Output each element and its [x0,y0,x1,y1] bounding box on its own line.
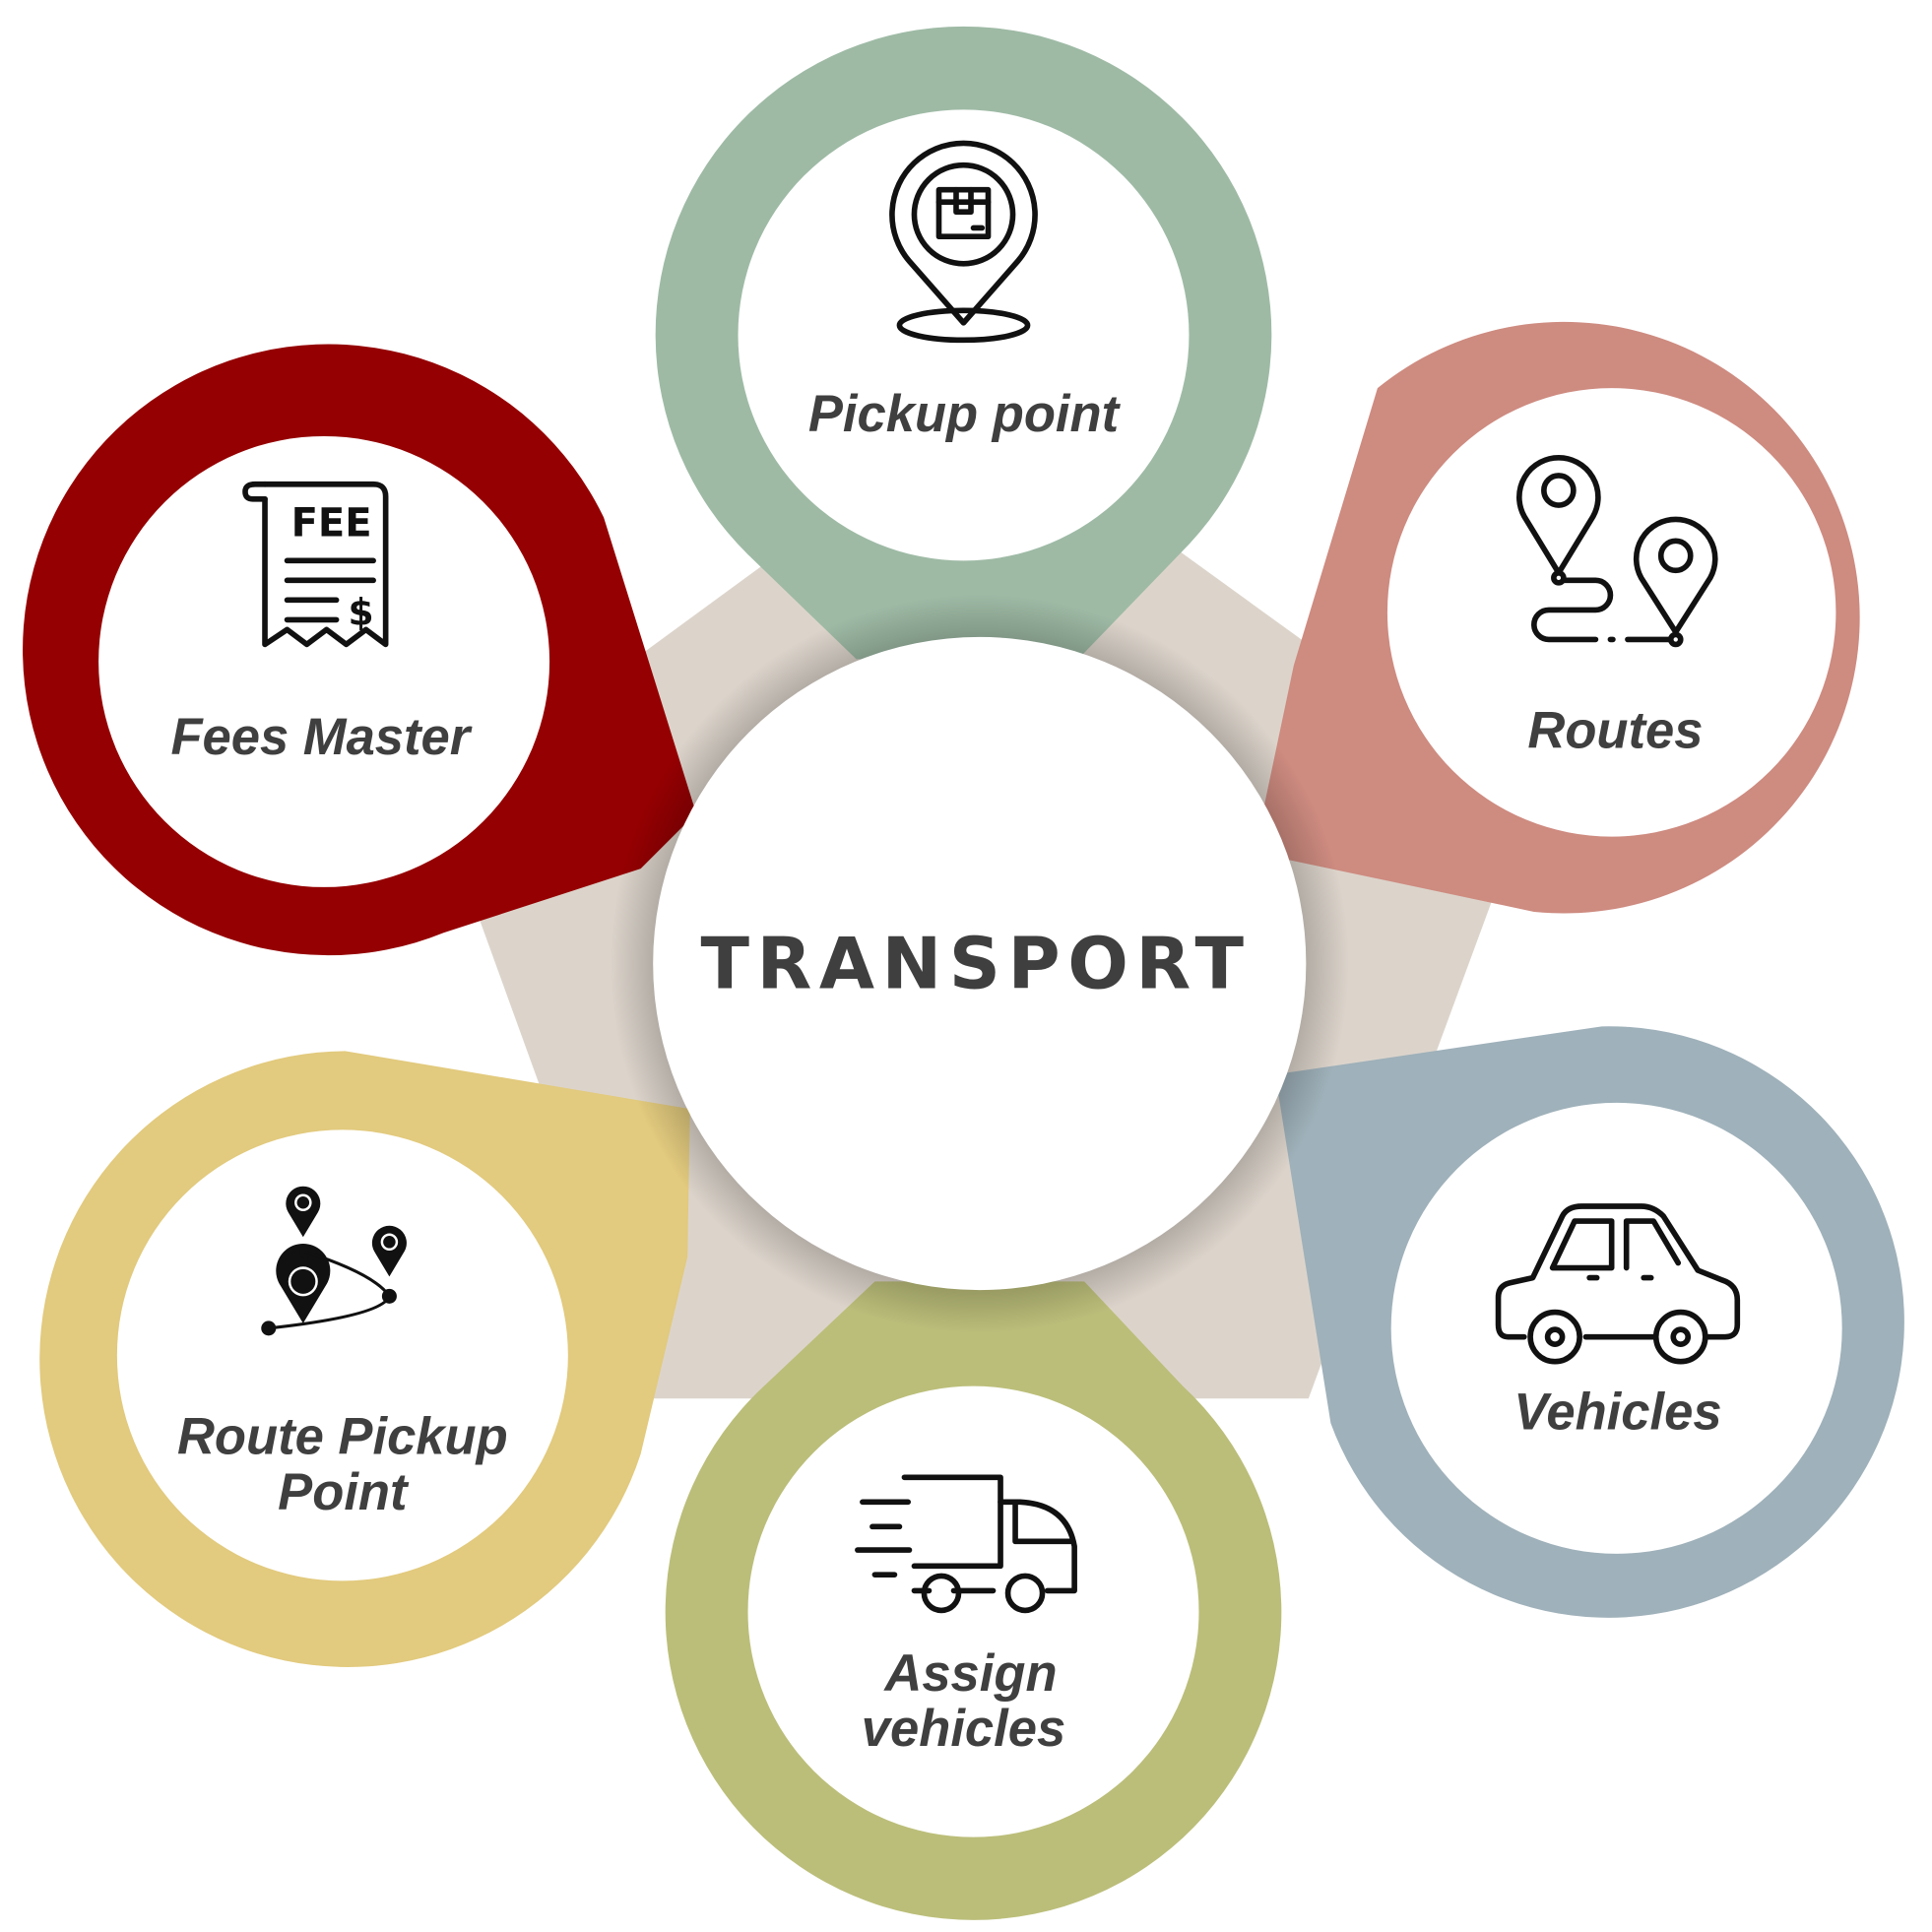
delivery-truck-icon [855,1474,1077,1614]
route-pickup-point-inner [116,1129,568,1581]
assign-vehicles-label-line1: Assign [882,1644,1057,1703]
multi-pin-route-icon [261,1186,407,1336]
route-pickup-point-label-line1: Route Pickup [177,1408,508,1466]
fee-receipt-text: FEE [291,500,372,546]
route-pickup-point-label-line2: Point [278,1463,410,1521]
route-pins-icon [1516,455,1718,648]
fees-master-inner [98,435,550,887]
assign-vehicles-label-line2: vehicles [862,1700,1065,1758]
node-pickup-point[interactable]: Pickup point [655,26,1272,660]
node-fees-master[interactable]: FEE $ Fees Master [23,344,696,956]
fees-master-label: Fees Master [170,708,472,766]
location-pin-package-icon [889,140,1038,344]
pickup-point-label: Pickup point [808,385,1122,443]
routes-inner [1386,388,1836,837]
center-circle[interactable] [653,636,1307,1291]
node-vehicles[interactable]: Vehicles [1275,1026,1904,1618]
car-icon [1495,1203,1741,1365]
node-route-pickup-point[interactable]: Route Pickup Point [39,1051,690,1667]
vehicles-label: Vehicles [1513,1383,1721,1441]
fee-receipt-icon: FEE $ [242,481,389,648]
pickup-point-inner [738,109,1190,561]
routes-label: Routes [1527,702,1703,760]
dollar-sign-icon: $ [349,590,374,633]
node-assign-vehicles[interactable]: Assign vehicles [665,1281,1282,1920]
node-routes[interactable]: Routes [1254,321,1860,914]
assign-vehicles-inner [747,1385,1199,1837]
vehicles-inner [1390,1102,1842,1554]
center-title: TRANSPORT [700,924,1251,1006]
